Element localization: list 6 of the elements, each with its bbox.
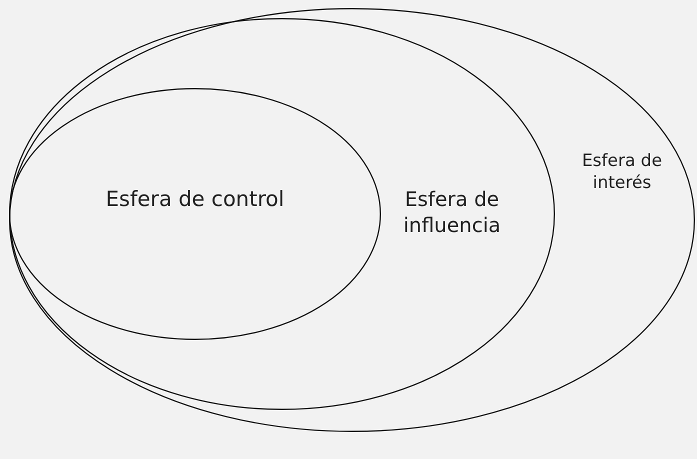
sphere-label: Esfera de influencia [402, 186, 502, 238]
sphere-ellipse [9, 88, 381, 340]
sphere-label: Esfera de interés [580, 150, 664, 194]
sphere-ellipse [9, 18, 555, 410]
sphere-label: Esfera de control [104, 186, 286, 213]
sphere-ellipse [9, 8, 695, 432]
